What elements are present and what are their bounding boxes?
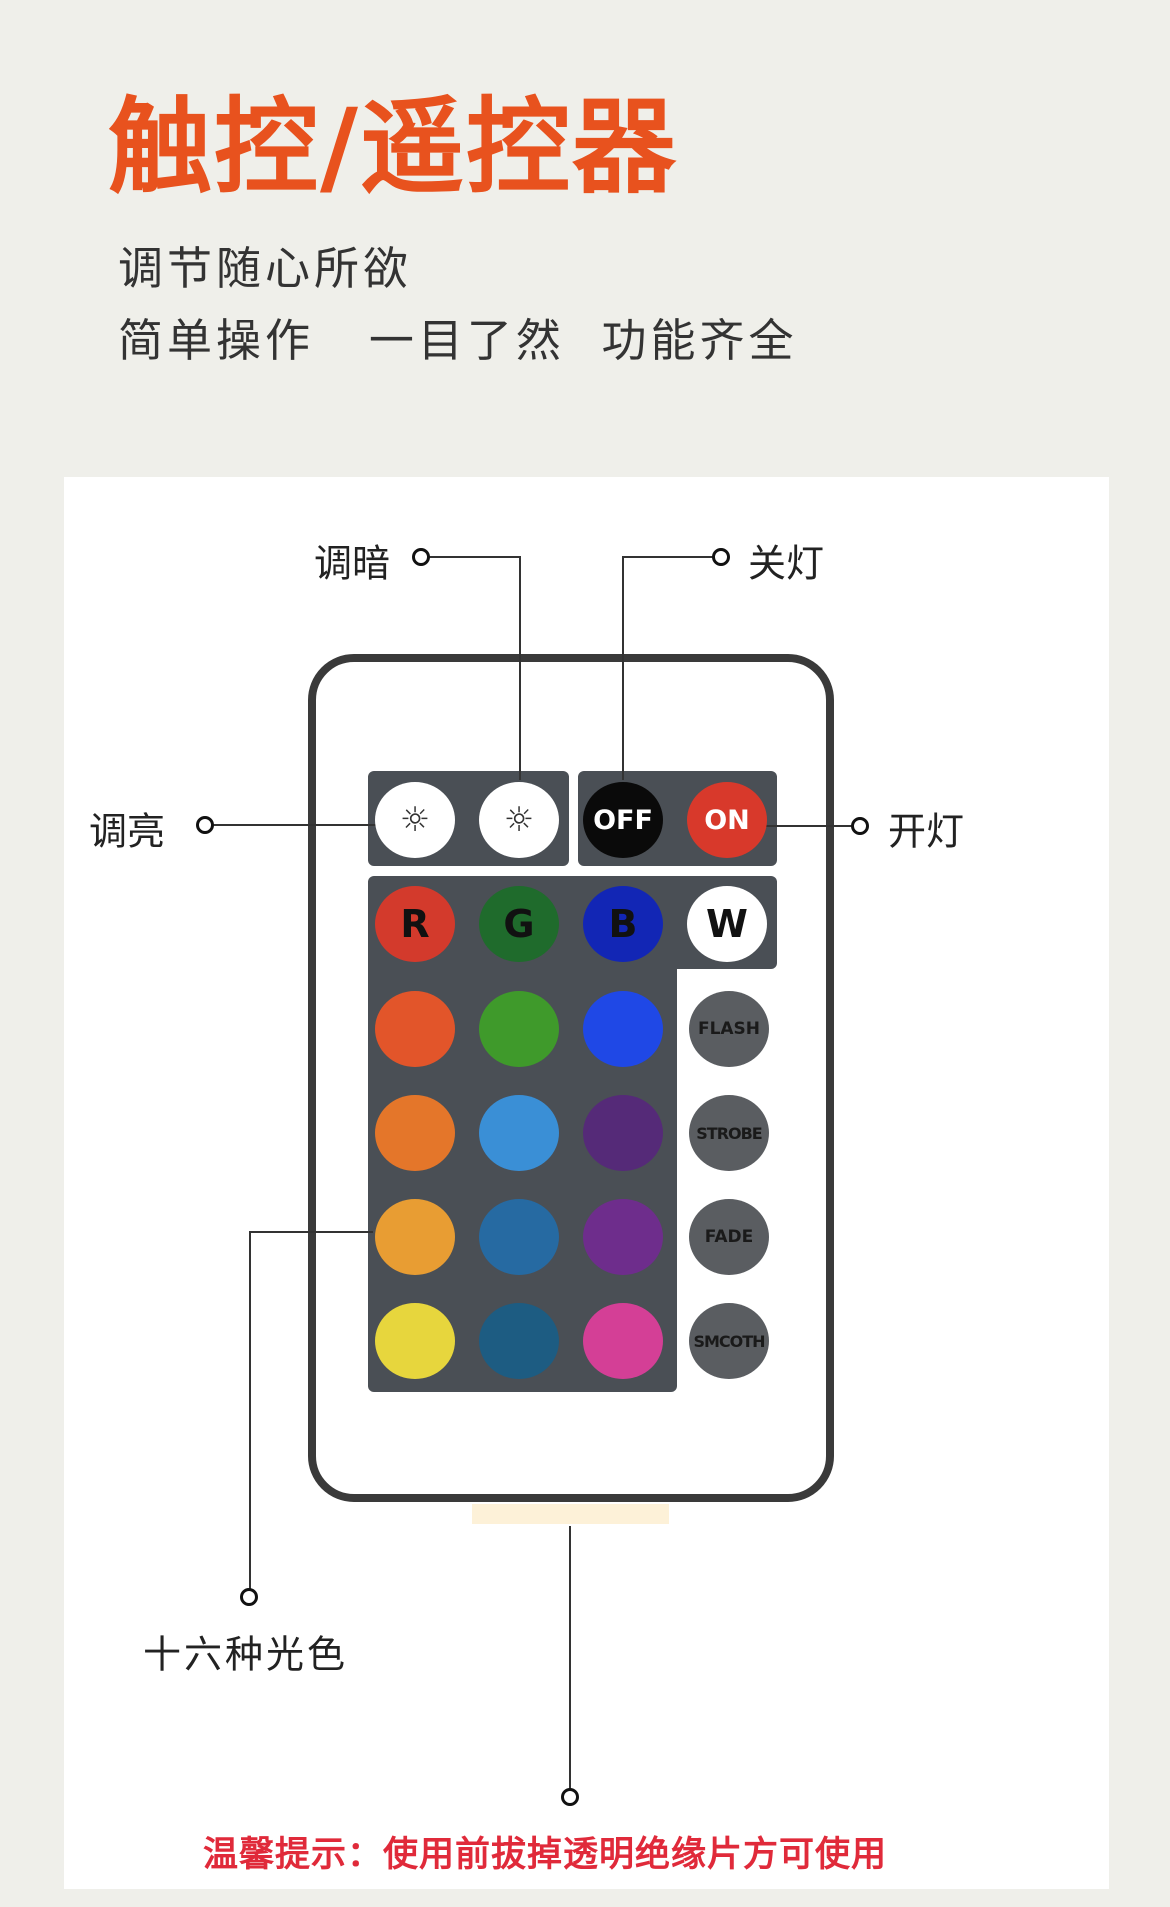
callout-dot: [561, 1788, 579, 1806]
label-sixteen-colors: 十六种光色: [143, 1632, 349, 1677]
color-button[interactable]: [375, 1303, 455, 1379]
white-button[interactable]: W: [687, 886, 767, 962]
green-button[interactable]: G: [479, 886, 559, 962]
color-button[interactable]: [583, 1303, 663, 1379]
page-title: 触控/遥控器: [108, 86, 678, 208]
callout-dot: [712, 548, 730, 566]
callout-dot: [851, 817, 869, 835]
flash-button[interactable]: FLASH: [689, 991, 769, 1067]
blue-button[interactable]: B: [583, 886, 663, 962]
color-button[interactable]: [375, 1199, 455, 1275]
color-button[interactable]: [479, 1199, 559, 1275]
label-bright: 调亮: [89, 809, 166, 854]
label-dim: 调暗: [314, 541, 391, 586]
color-button[interactable]: [479, 991, 559, 1067]
callout-dot: [196, 816, 214, 834]
color-button[interactable]: [375, 991, 455, 1067]
label-on: 开灯: [888, 809, 965, 854]
color-button[interactable]: [583, 1095, 663, 1171]
sun-down-icon: ☼: [503, 800, 535, 840]
warning-text: 温馨提示：使用前拔掉透明绝缘片方可使用: [203, 1835, 888, 1875]
callout-dot: [240, 1588, 258, 1606]
color-button[interactable]: [479, 1095, 559, 1171]
subtitle-line-2: 简单操作 一目了然 功能齐全: [118, 314, 798, 367]
sun-up-icon: ☼: [399, 800, 431, 840]
on-button[interactable]: ON: [687, 782, 767, 858]
strobe-button[interactable]: STROBE: [689, 1095, 769, 1171]
brightness-up-button[interactable]: ☼: [375, 782, 455, 858]
color-button[interactable]: [375, 1095, 455, 1171]
off-button[interactable]: OFF: [583, 782, 663, 858]
remote-outline: [308, 654, 834, 1502]
callout-dot: [412, 548, 430, 566]
fade-button[interactable]: FADE: [689, 1199, 769, 1275]
color-button[interactable]: [583, 991, 663, 1067]
color-button[interactable]: [583, 1199, 663, 1275]
color-button[interactable]: [479, 1303, 559, 1379]
brightness-down-button[interactable]: ☼: [479, 782, 559, 858]
insulation-tab: [472, 1504, 669, 1524]
subtitle-line-1: 调节随心所欲: [118, 242, 413, 295]
label-off: 关灯: [748, 541, 825, 586]
red-button[interactable]: R: [375, 886, 455, 962]
smooth-button[interactable]: SMCOTH: [689, 1303, 769, 1379]
